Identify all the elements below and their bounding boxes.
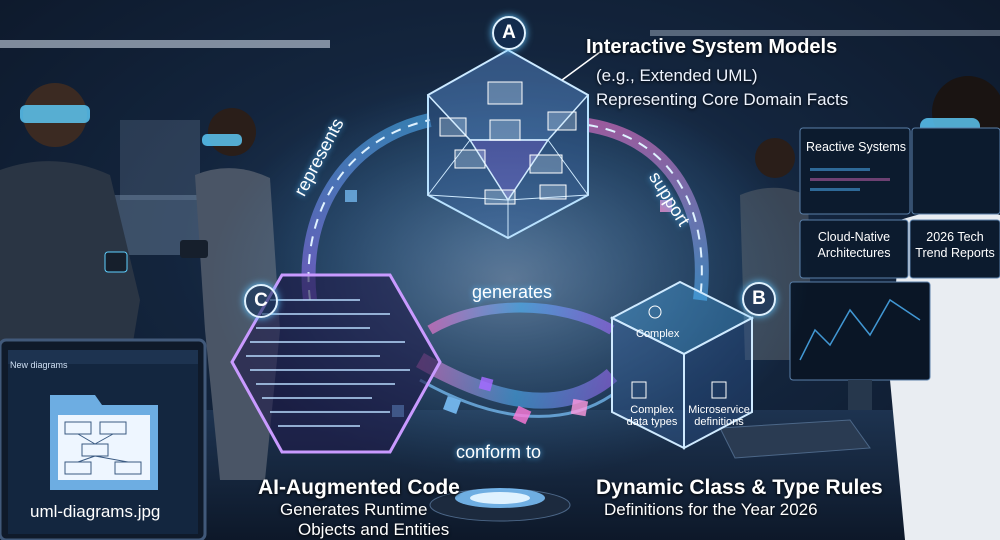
- node-b-face-left: Complex data types: [626, 404, 678, 428]
- node-b-face-right: Microservice definitions: [688, 404, 750, 428]
- monitor-label-tech-trends-1: 2026 Tech: [926, 230, 984, 244]
- edge-represents-line: [307, 119, 431, 301]
- node-c-marker: C: [244, 284, 278, 318]
- laptop-window-title: New diagrams: [10, 360, 68, 370]
- node-a-title: Interactive System Models: [586, 36, 838, 58]
- node-a-subtitle-2: Representing Core Domain Facts: [596, 90, 849, 109]
- node-b-title: Dynamic Class & Type Rules: [596, 476, 883, 499]
- ceiling-light-right: [650, 30, 1000, 36]
- node-b-marker: B: [742, 282, 776, 316]
- node-b-cube: [609, 280, 755, 450]
- node-b-subtitle: Definitions for the Year 2026: [604, 500, 818, 519]
- monitor-label-cloud-native-1: Cloud-Native: [817, 230, 891, 244]
- hologram-projector: [429, 488, 571, 522]
- laptop: [0, 338, 207, 540]
- edge-generates-ribbon: [427, 302, 615, 335]
- monitor-label-reactive-systems: Reactive Systems: [806, 140, 907, 154]
- edge-label-generates: generates: [472, 282, 553, 302]
- monitor-label-cloud-native-2: Architectures: [817, 246, 891, 260]
- node-a-callout-line: [561, 51, 601, 81]
- node-c-title: AI-Augmented Code: [258, 476, 460, 499]
- edge-support-line: [587, 124, 703, 301]
- monitor-code-top-right: [911, 127, 1000, 215]
- wall-panel: [120, 120, 200, 200]
- ceiling-light-left: [0, 40, 330, 48]
- monitor-tech-trends: [909, 219, 1000, 279]
- monitor-label-tech-trends-2: Trend Reports: [915, 246, 995, 260]
- laptop-file-name: uml-diagrams.jpg: [30, 502, 161, 521]
- node-c-subtitle-1: Generates Runtime: [280, 500, 428, 519]
- node-b-face-top: Complex: [636, 328, 680, 340]
- data-cubes: [345, 190, 672, 425]
- node-a-marker: A: [492, 16, 526, 50]
- monitor-desk-right: [789, 281, 931, 410]
- edge-conform-ribbon: [416, 353, 618, 409]
- node-a-polyhedron: [426, 48, 590, 240]
- node-c-subtitle-2: Objects and Entities: [298, 520, 450, 539]
- keyboard: [719, 419, 871, 459]
- edge-label-conform-to: conform to: [456, 442, 542, 462]
- monitor-reactive-systems: [799, 127, 911, 215]
- node-a-subtitle-1: (e.g., Extended UML): [596, 66, 758, 85]
- node-c-code-panel: [230, 273, 442, 454]
